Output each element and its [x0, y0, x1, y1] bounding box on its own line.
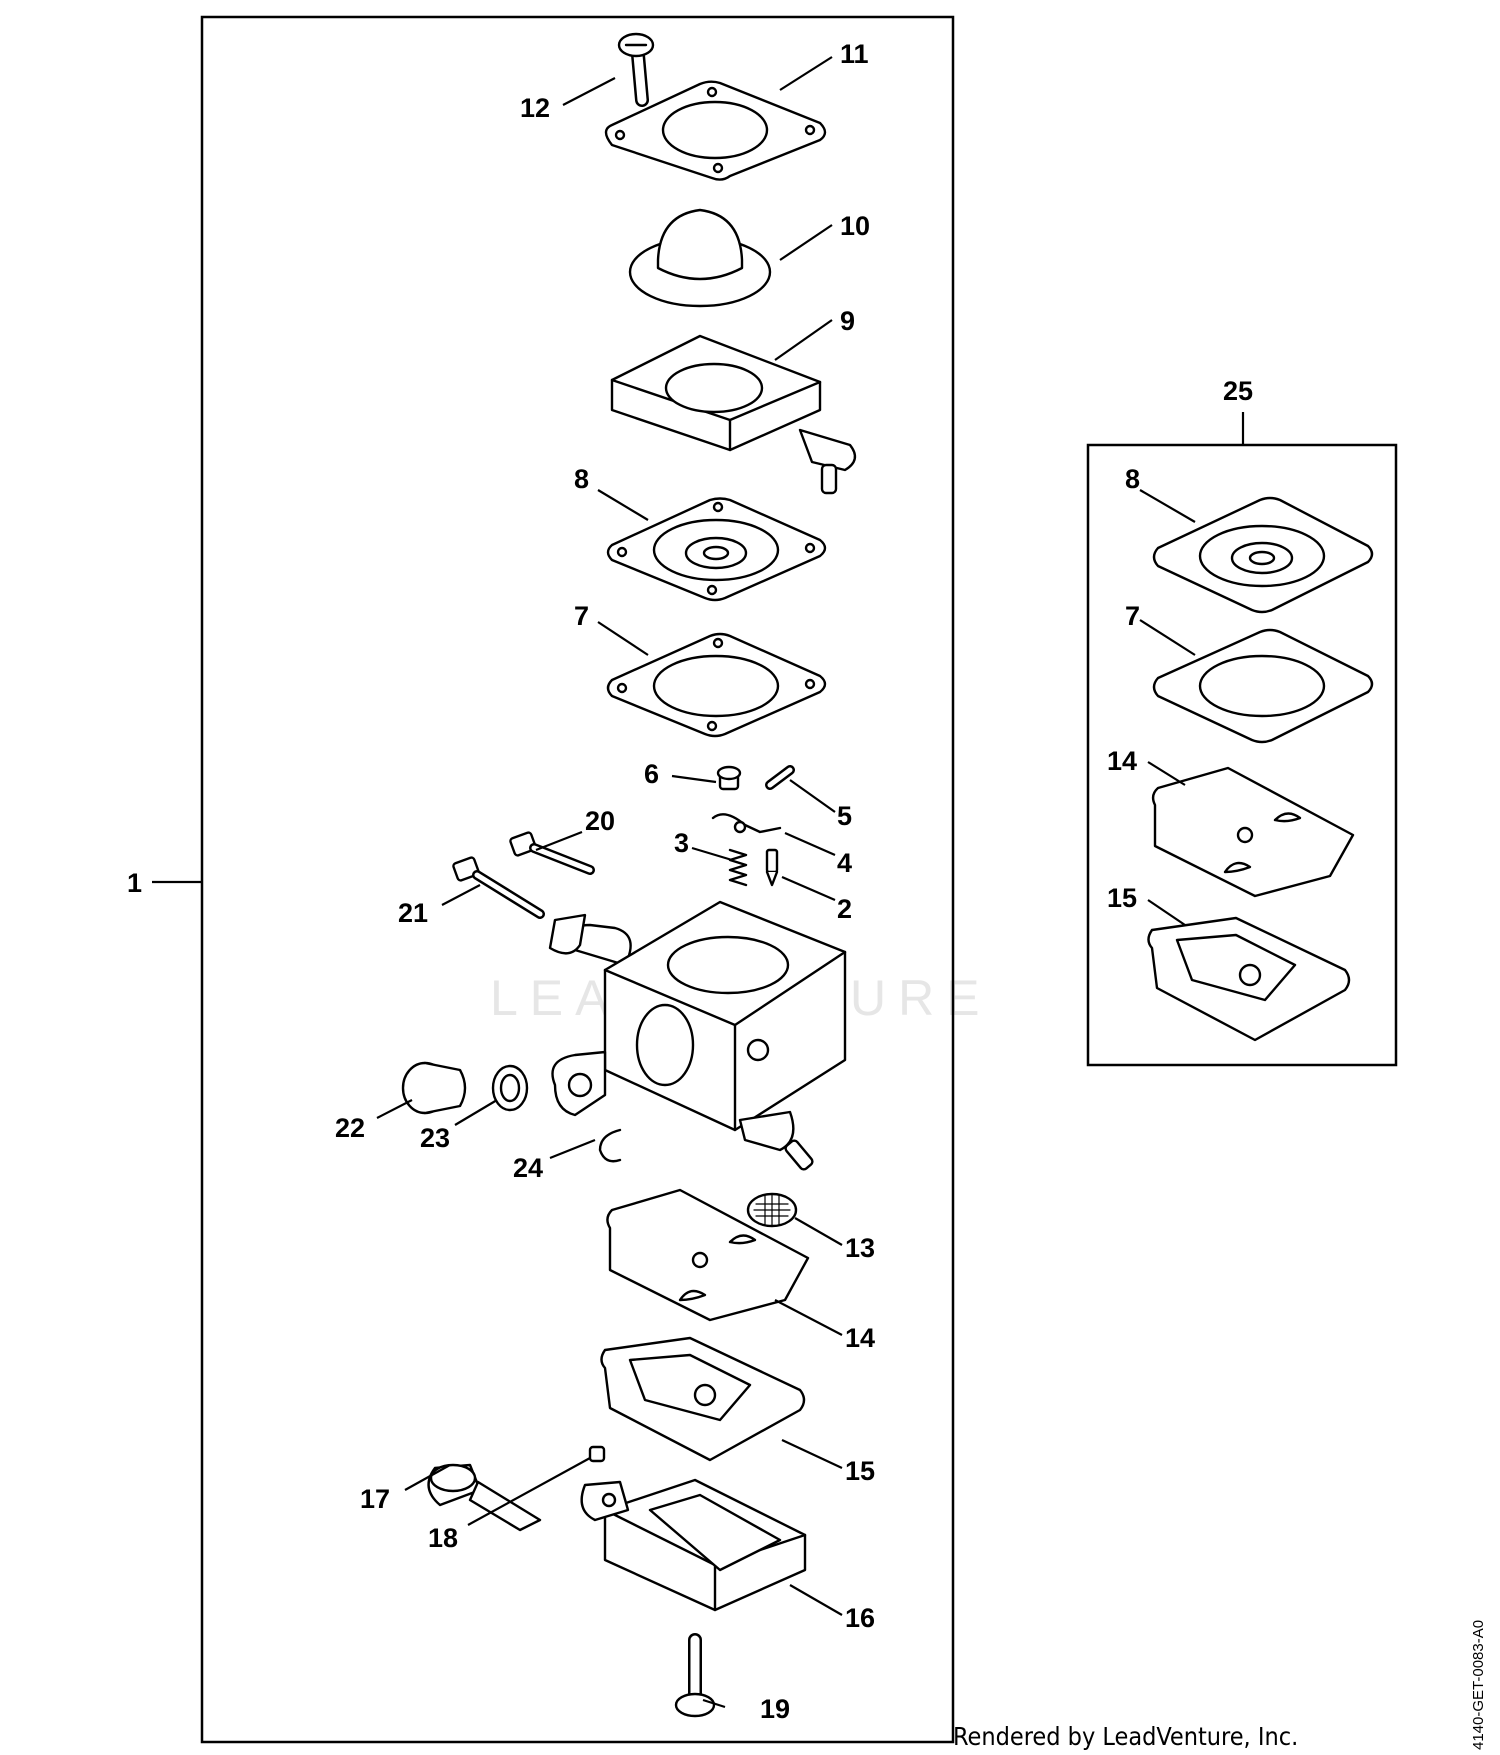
- callout-5: 5: [837, 801, 852, 831]
- part-13-strainer: [746, 1192, 798, 1228]
- part-22-cap: [401, 1061, 467, 1115]
- kit-callout-7: 7: [1125, 601, 1140, 631]
- kit-callout-15: 15: [1107, 883, 1137, 913]
- part-19-screw: [674, 1633, 716, 1718]
- part-12-screw: [617, 32, 655, 107]
- part-16-end-cover: [580, 1478, 807, 1612]
- kit-part-14-diaphragm: [1151, 766, 1355, 898]
- part-11-gasket: [604, 80, 827, 181]
- part-23-washer: [491, 1064, 529, 1112]
- part-2-needle: [765, 848, 779, 887]
- callout-23: 23: [420, 1123, 450, 1153]
- part-7-gasket: [606, 632, 827, 738]
- render-credit: Rendered by LeadVenture, Inc.: [953, 1722, 1299, 1751]
- callout-labels: 1 2 3 4 5 6 7 8 9 10 11 12 13 14 15 16 1…: [127, 39, 1253, 1724]
- carburetor-body: [548, 900, 847, 1171]
- kit-part-7-gasket: [1152, 628, 1374, 744]
- kit-part-8-diaphragm: [1152, 496, 1374, 614]
- callout-17: 17: [360, 1484, 390, 1514]
- part-9-pump-cover: [610, 334, 857, 495]
- part-5-pin: [765, 765, 795, 790]
- kit-callout-14: 14: [1107, 746, 1137, 776]
- callout-3: 3: [674, 828, 689, 858]
- kit-callout-8: 8: [1125, 464, 1140, 494]
- leader-lines: [152, 56, 1245, 1709]
- callout-24: 24: [513, 1153, 543, 1183]
- callout-15: 15: [845, 1456, 875, 1486]
- part-6-screw: [716, 765, 742, 791]
- part-24-e-clip: [598, 1128, 622, 1163]
- callout-18: 18: [428, 1523, 458, 1553]
- part-14-diaphragm: [606, 1188, 810, 1322]
- kit-part-15-gasket: [1147, 916, 1351, 1042]
- callout-7: 7: [574, 601, 589, 631]
- callout-2: 2: [837, 894, 852, 924]
- callout-12: 12: [520, 93, 550, 123]
- main-assembly-frame: [200, 15, 955, 1744]
- part-3-spring: [728, 848, 748, 887]
- part-17-screw: [427, 1463, 542, 1532]
- part-20-adjusting-screw: [509, 831, 595, 875]
- callout-4: 4: [837, 848, 852, 878]
- part-21-adjusting-screw: [452, 856, 545, 919]
- callout-21: 21: [398, 898, 428, 928]
- callout-13: 13: [845, 1233, 875, 1263]
- callout-11: 11: [840, 39, 869, 69]
- part-18-pin: [588, 1445, 606, 1463]
- callout-16: 16: [845, 1603, 875, 1633]
- callout-1: 1: [127, 868, 142, 898]
- callout-19: 19: [760, 1694, 790, 1724]
- callout-8: 8: [574, 464, 589, 494]
- reference-code: 4140-GET-0083-A0: [1470, 1619, 1487, 1750]
- callout-10: 10: [840, 211, 870, 241]
- callout-25: 25: [1223, 376, 1253, 406]
- part-8-diaphragm: [606, 497, 827, 602]
- callout-22: 22: [335, 1113, 365, 1143]
- callout-9: 9: [840, 306, 855, 336]
- callout-14: 14: [845, 1323, 875, 1353]
- part-15-gasket: [600, 1336, 806, 1462]
- callout-20: 20: [585, 806, 615, 836]
- part-10-primer-bulb: [628, 208, 772, 308]
- part-4-lever: [711, 813, 782, 834]
- callout-6: 6: [644, 759, 659, 789]
